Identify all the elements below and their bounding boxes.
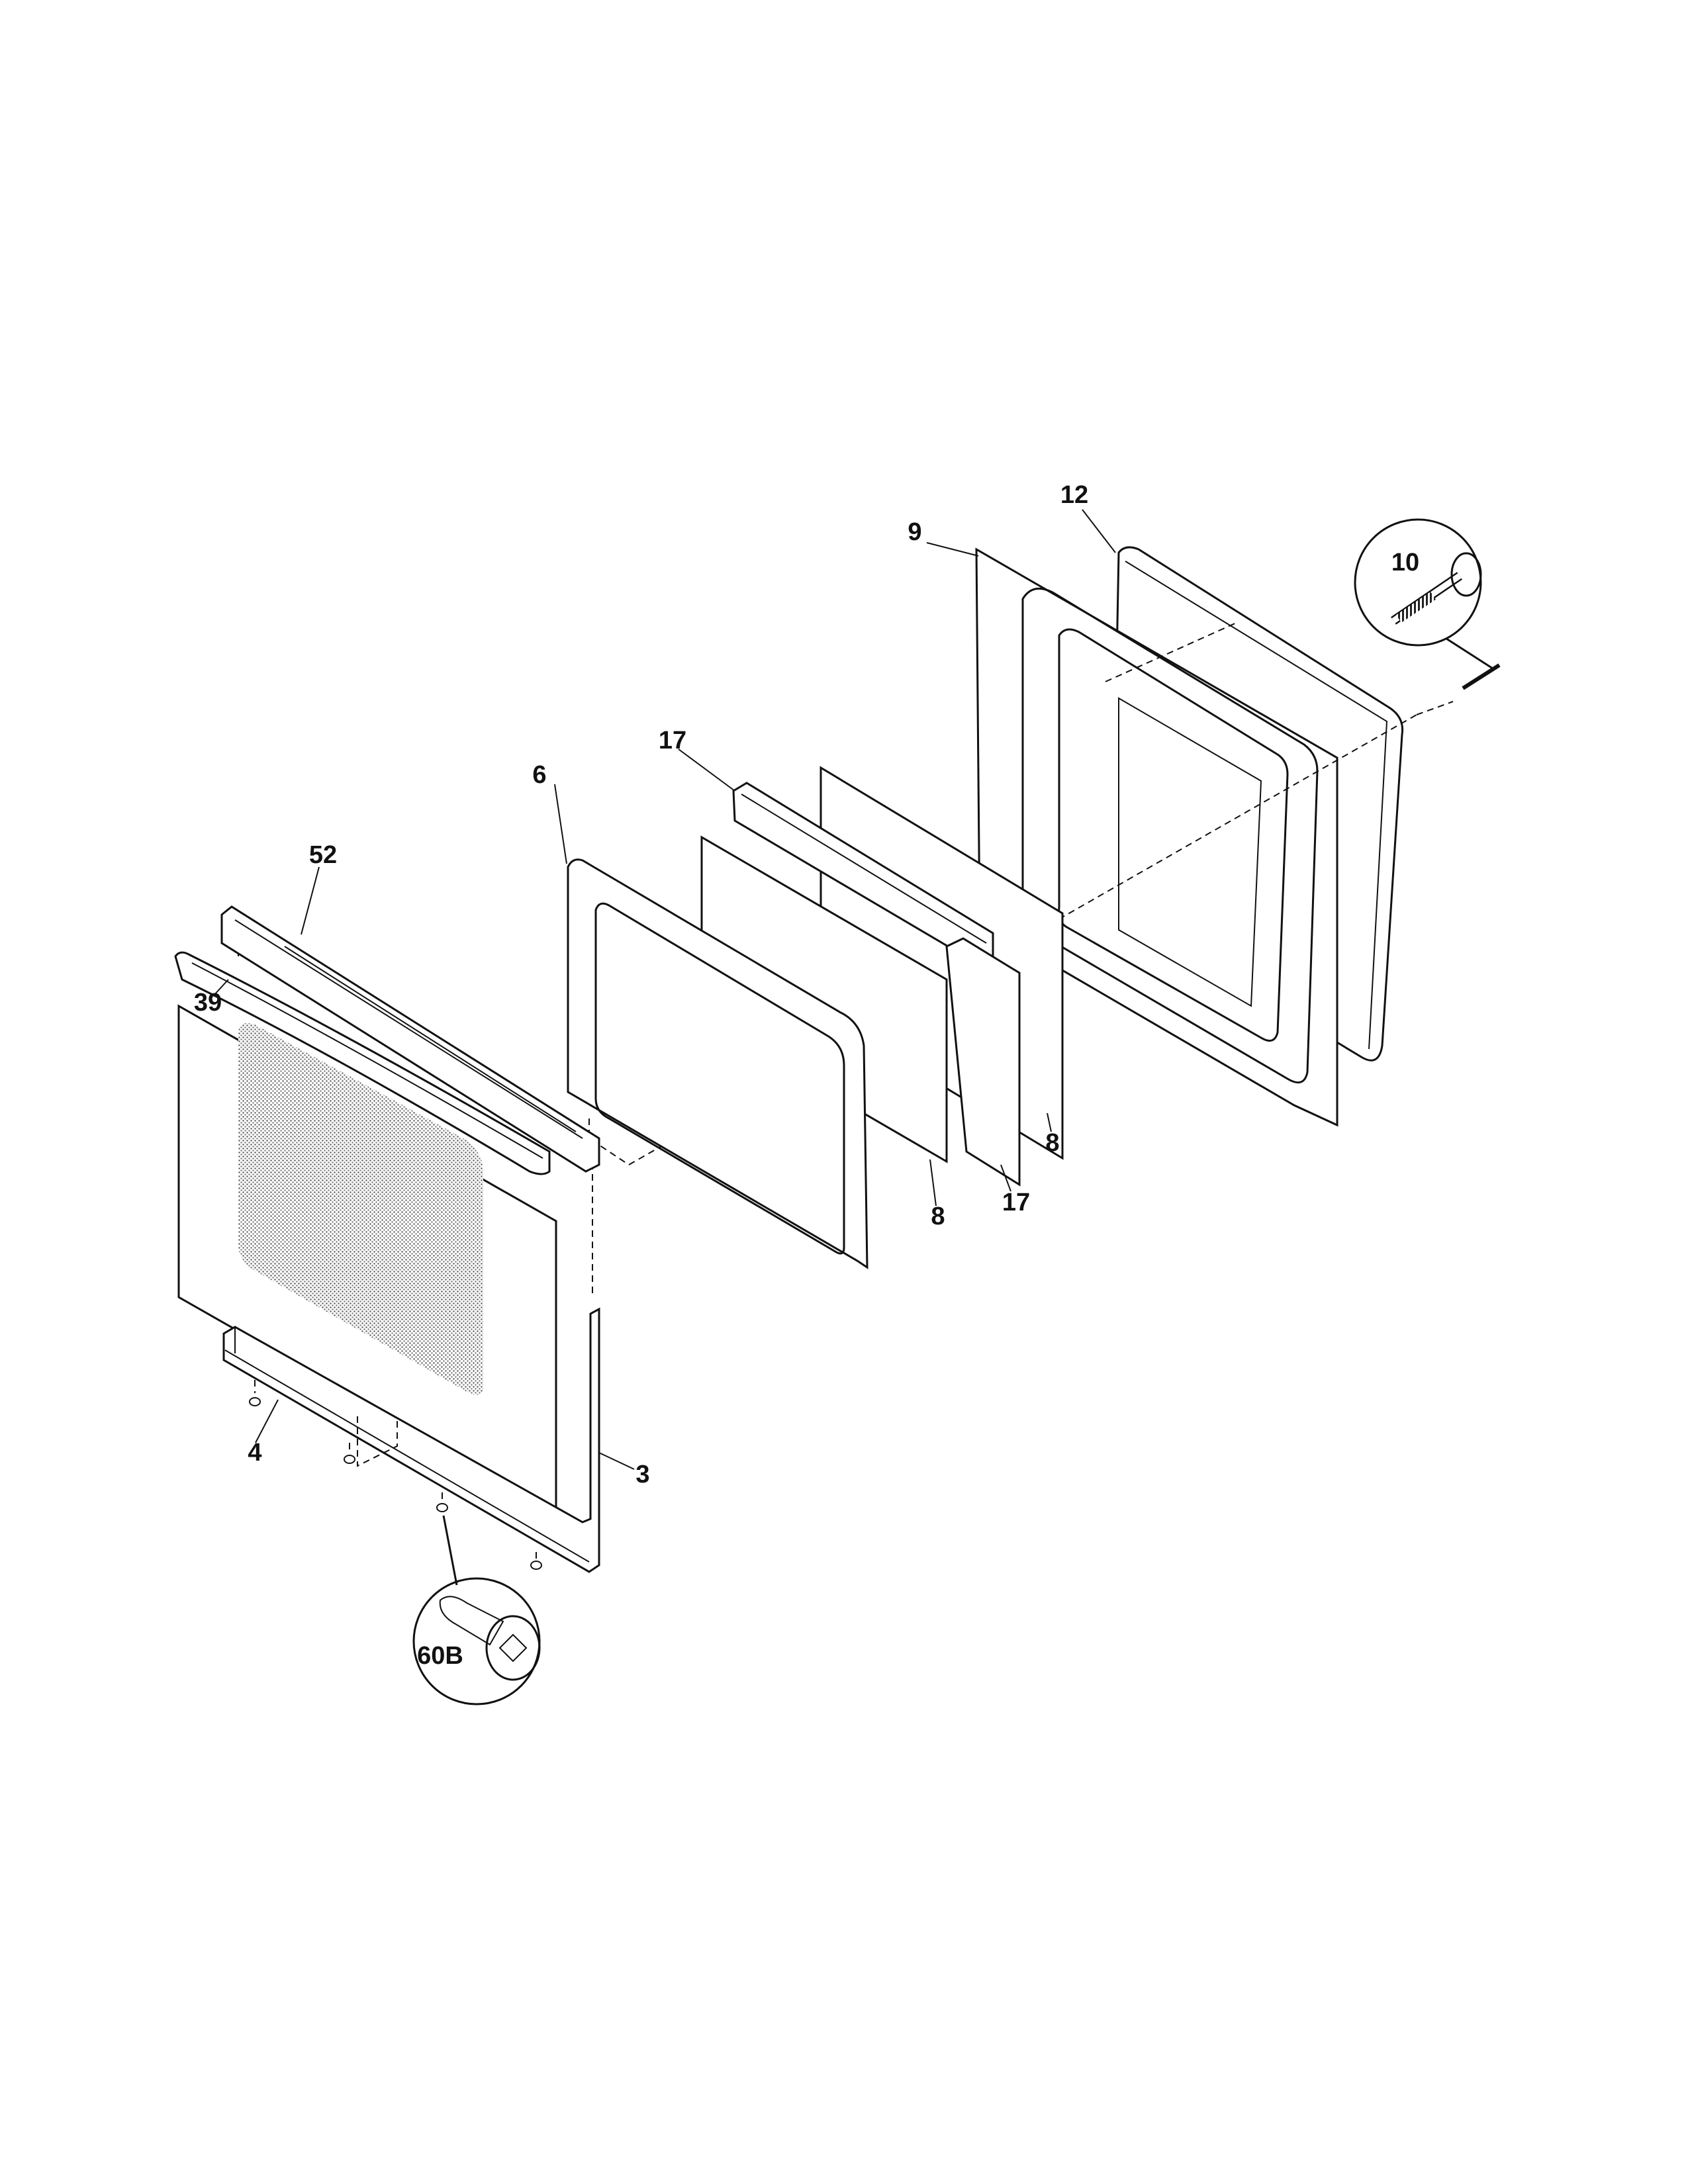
screws-60b xyxy=(249,1380,542,1570)
callout-17-top: 17 xyxy=(658,727,687,754)
callout-6: 6 xyxy=(532,761,547,789)
part-10-screw xyxy=(1354,518,1501,690)
part-52-top-trim xyxy=(220,905,600,1173)
part-4-outer-panel xyxy=(177,1004,557,1514)
callout-8-front: 8 xyxy=(931,1203,945,1230)
callout-12: 12 xyxy=(1060,481,1089,509)
callout-8-rear: 8 xyxy=(1045,1129,1060,1157)
callout-4: 4 xyxy=(248,1439,262,1467)
part-6-liner-frame xyxy=(567,858,868,1269)
callout-39: 39 xyxy=(193,989,222,1017)
leader-lines xyxy=(212,509,1116,1470)
callout-17-bottom: 17 xyxy=(1002,1189,1031,1216)
part-17-retainer xyxy=(732,782,1021,1187)
part-3-frame-trim xyxy=(222,1307,600,1573)
callout-52: 52 xyxy=(308,841,338,869)
part-39-handle xyxy=(174,951,551,1175)
callout-9: 9 xyxy=(908,518,922,546)
callout-60b: 60B xyxy=(417,1642,463,1670)
callout-10: 10 xyxy=(1391,549,1420,576)
part-60b-magnifier xyxy=(412,1515,541,1706)
callout-3: 3 xyxy=(635,1461,650,1488)
